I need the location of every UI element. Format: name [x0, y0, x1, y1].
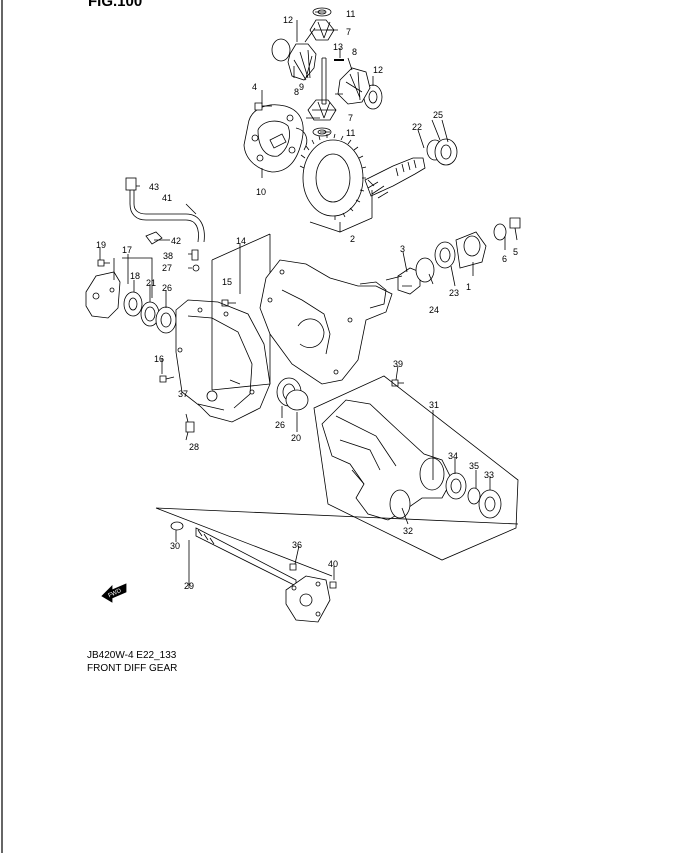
figure-caption: FRONT DIFF GEAR	[87, 663, 178, 674]
callout: 17	[122, 245, 132, 255]
callout: 9	[299, 82, 304, 92]
callout: 10	[256, 187, 266, 197]
tube-housing	[321, 399, 453, 521]
callout-labels: 1 2 3 4 5 6 7 7 8 8 9 10 11 11 12 12 13 …	[96, 9, 518, 599]
callout: 8	[294, 87, 299, 97]
callout: 11	[346, 9, 355, 19]
callout: 11	[346, 128, 355, 138]
callout: 1	[466, 282, 471, 292]
right-housing	[259, 259, 393, 385]
callout: 22	[412, 122, 422, 132]
figure-title: FIG.100	[88, 0, 143, 10]
callout: 32	[403, 526, 413, 536]
callout: 26	[275, 420, 285, 430]
callout: 36	[292, 540, 302, 550]
callout: 24	[429, 305, 439, 315]
callout: 30	[170, 541, 180, 551]
callout: 26	[162, 283, 172, 293]
callout: 7	[346, 27, 351, 37]
callout: 43	[149, 182, 159, 192]
callout: 5	[513, 247, 518, 257]
callout: 19	[96, 240, 106, 250]
callout: 20	[291, 433, 301, 443]
callout: 23	[449, 288, 459, 298]
callout: 7	[348, 113, 353, 123]
callout: 40	[328, 559, 338, 569]
callout: 39	[393, 359, 403, 369]
callout: 16	[154, 354, 164, 364]
ring-gear	[299, 133, 367, 220]
callout: 18	[130, 271, 140, 281]
callout: 34	[448, 451, 458, 461]
callout: 12	[283, 15, 293, 25]
callout: 15	[222, 277, 232, 287]
callout: 33	[484, 470, 494, 480]
figure-code: JB420W-4 E22_133	[87, 650, 177, 661]
left-housing	[175, 299, 271, 423]
callout: 28	[189, 442, 199, 452]
callout: 41	[162, 193, 172, 203]
callout: 3	[400, 244, 405, 254]
callout: 12	[373, 65, 383, 75]
callout: 29	[184, 581, 194, 591]
callout: 21	[146, 278, 156, 288]
callout: 42	[171, 236, 181, 246]
callout: 2	[350, 234, 355, 244]
callout: 25	[433, 110, 443, 120]
callout: 31	[429, 400, 439, 410]
callout: 8	[352, 47, 357, 57]
callout: 35	[469, 461, 479, 471]
callout: 27	[162, 263, 172, 273]
callout: 4	[252, 82, 257, 92]
callout: 13	[333, 42, 343, 52]
callout: 6	[502, 254, 507, 264]
callout: 37	[178, 389, 188, 399]
fwd-arrow	[101, 583, 127, 603]
axle-shaft	[195, 527, 331, 623]
callout: 38	[163, 251, 173, 261]
diff-case-group	[243, 104, 308, 173]
fwd-label: FWD	[108, 588, 124, 599]
callout: 14	[236, 236, 246, 246]
